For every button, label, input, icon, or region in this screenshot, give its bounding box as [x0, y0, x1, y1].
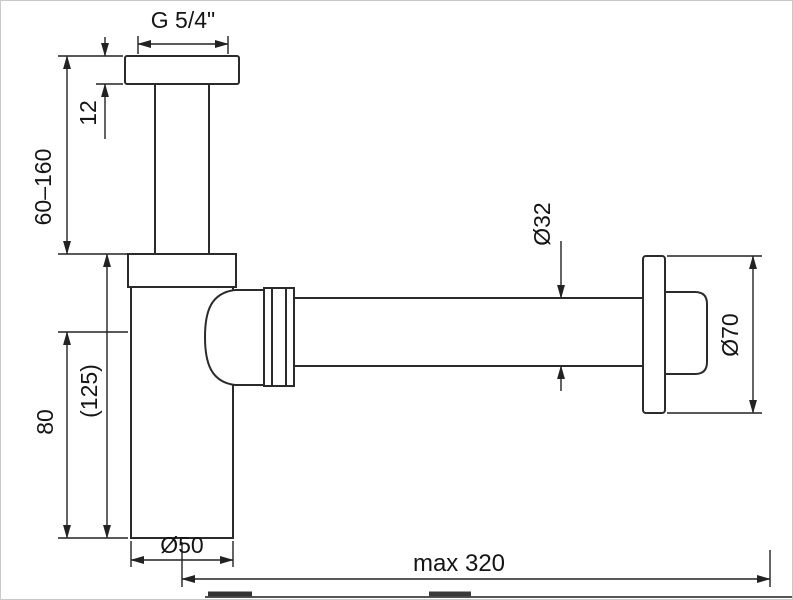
- label-thread-size: G 5/4": [151, 7, 215, 33]
- compression-nut: [263, 287, 295, 387]
- slip-nut: [127, 253, 237, 288]
- label-flange-height: 12: [75, 100, 101, 126]
- wall-rosette: [642, 255, 666, 414]
- label-rosette-diameter: Ø70: [717, 313, 743, 356]
- label-pipe-diameter: Ø32: [529, 202, 555, 245]
- top-flange: [124, 55, 240, 85]
- label-max-reach: max 320: [413, 550, 505, 577]
- label-cup-depth: 80: [32, 409, 58, 435]
- label-adjustable-height: 60–160: [30, 149, 56, 226]
- scan-artifacts: [205, 591, 792, 598]
- label-cup-diameter: Ø50: [160, 532, 203, 558]
- pipe-end-piece: [664, 291, 708, 375]
- label-overall-depth: (125): [76, 364, 102, 418]
- elbow-fitting: [203, 289, 265, 386]
